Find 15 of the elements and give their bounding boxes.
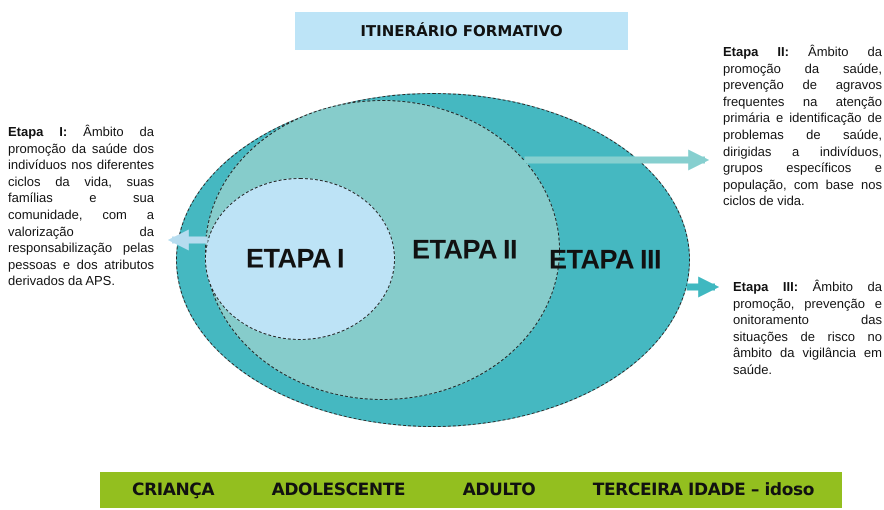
stage-description: Etapa III: Âmbito da promoção, prevenção e onitoramento das situações de risco no âmbito da vigilância em saúde. xyxy=(733,279,882,399)
stage-description: Etapa I: Âmbito da promoção da saúde dos indivíduos nos diferentes ciclos da vida, suas famílias e sua comunidade, com a valorização da responsabilização pelas pessoas e dos atributos derivados da APS. xyxy=(8,124,154,334)
age-group-label: CRIANÇA xyxy=(132,480,214,500)
age-group-label: TERCEIRA IDADE – idoso xyxy=(592,480,814,500)
stage-label: ETAPA III xyxy=(548,244,661,276)
arrow xyxy=(168,230,208,250)
arrow xyxy=(524,150,710,170)
stage-label: ETAPA I xyxy=(246,244,344,274)
title-banner: ITINERÁRIO FORMATIVO xyxy=(295,12,628,50)
age-group-label: ADULTO xyxy=(462,480,536,500)
age-group-label: ADOLESCENTE xyxy=(272,480,406,500)
stage-description: Etapa II: Âmbito da promoção da saúde, prevenção de agravos frequentes na atenção primária e identificação de problemas de saúde, dirigidas a indivíduos, grupos específicos e população, com base nos ciclos de vida. xyxy=(723,44,882,244)
arrow xyxy=(686,276,720,298)
stage-label: ETAPA II xyxy=(412,234,517,266)
age-band xyxy=(100,472,842,508)
